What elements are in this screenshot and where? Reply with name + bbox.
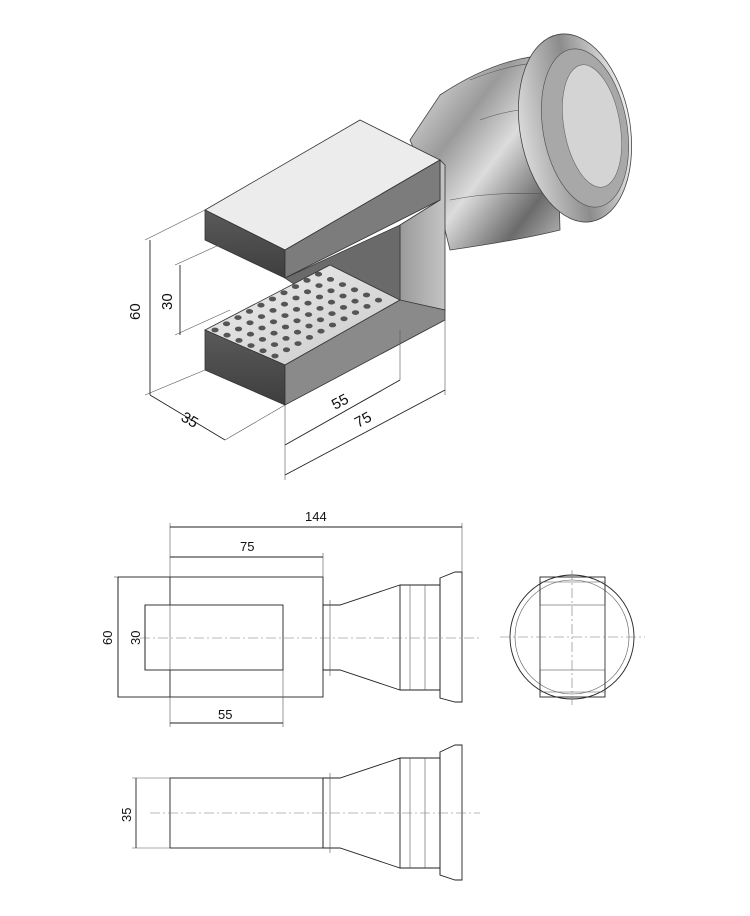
perforation-hole [269,308,277,313]
front-view: 144 75 60 30 55 [100,509,480,727]
perforation-hole [270,330,278,336]
perforation-hole [258,325,266,331]
front-dim-slot-length: 55 [218,707,232,722]
perforation-hole [293,329,302,335]
perforation-hole [257,302,265,308]
perforation-hole [269,319,278,325]
iso-dim-depth: 35 [178,409,201,432]
perforation-hole [235,338,243,343]
perforation-hole [303,289,312,295]
bottom-view: 35 [119,744,480,881]
perforation-hole [280,290,288,296]
perforation-hole [315,283,323,288]
perforation-hole [292,307,301,312]
perforation-hole [291,284,300,289]
perforation-hole [292,295,300,301]
perforation-hole [304,300,312,306]
perforation-hole [270,342,279,347]
front-dim-overall: 144 [305,509,327,524]
perforation-hole [211,327,219,333]
perforation-hole [328,311,336,316]
perforation-hole [339,293,347,299]
front-dim-length: 75 [240,539,254,554]
perforation-hole [351,310,360,315]
perforation-hole [281,313,289,318]
cone-adapter [409,33,633,251]
perforation-hole [223,332,231,338]
perforation-hole [257,314,266,319]
perforation-hole [317,328,325,334]
perforation-hole [245,309,254,314]
iso-dim-slot: 30 [159,293,176,310]
perforation-hole [363,304,371,309]
perforation-hole [316,306,324,311]
perforation-hole [305,335,314,340]
perforation-hole [304,312,313,317]
perforation-hole [374,297,383,303]
perforation-hole [280,301,289,307]
perforation-hole [282,347,291,353]
perforation-hole [351,298,359,304]
perforation-hole [316,317,325,323]
perforation-hole [294,341,302,346]
isometric-view: 60 30 35 55 75 [127,33,633,480]
perforation-hole [222,321,231,327]
perforation-holes [211,271,383,359]
perforation-hole [339,305,348,310]
perforation-hole [234,315,242,320]
iso-dim-height: 60 [127,303,144,320]
perforation-hole [246,331,255,337]
perforation-hole [282,336,290,341]
u-block [204,119,446,406]
perforation-hole [246,320,254,326]
front-dim-slot: 30 [128,631,143,645]
end-view [500,570,645,705]
perforation-hole [350,287,359,293]
iso-dim-length: 75 [352,409,375,432]
perforation-hole [271,353,279,359]
iso-dimensions: 60 30 35 55 75 [127,209,446,480]
perforation-hole [327,288,335,294]
perforation-hole [314,271,323,277]
perforation-hole [259,348,267,354]
front-dim-height: 60 [100,631,115,645]
perforation-hole [340,316,348,322]
perforation-hole [293,318,301,324]
perforation-hole [281,324,290,330]
perforation-hole [268,296,277,302]
perforation-hole [362,292,371,298]
perforation-hole [326,277,335,282]
perforation-hole [315,294,324,300]
perforation-hole [328,322,337,328]
perforation-hole [247,343,255,348]
perforation-hole [327,299,336,305]
perforation-hole [305,323,313,329]
perforation-hole [303,278,311,283]
iso-dim-slot-length: 55 [329,391,352,414]
bottom-dim-width: 35 [119,808,134,822]
perforation-hole [258,337,267,342]
perforation-hole [338,282,347,287]
perforation-hole [234,326,243,332]
